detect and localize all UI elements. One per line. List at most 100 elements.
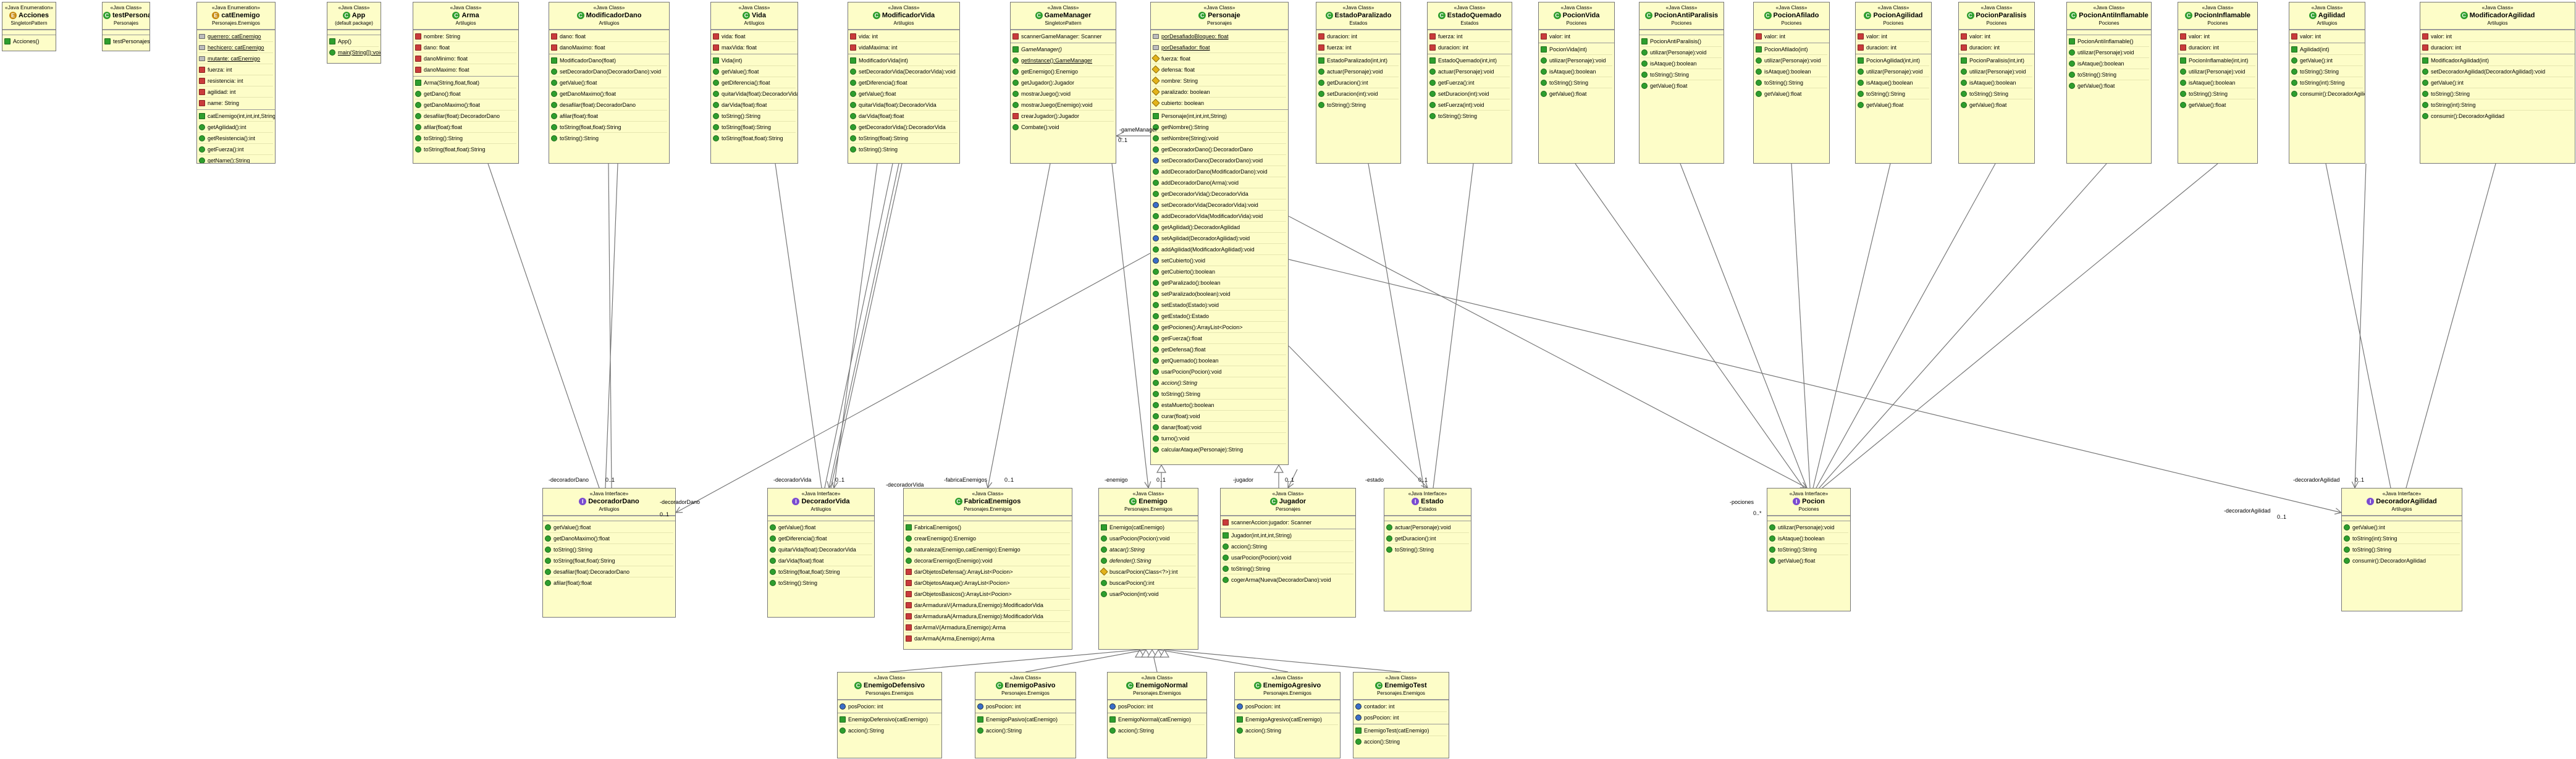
operation-row[interactable]: toString(float,float):String [551, 122, 667, 133]
operation-row[interactable]: getName():String [199, 155, 273, 163]
operation-row[interactable]: toString():String [1756, 77, 1827, 88]
attribute-row[interactable]: posPocion: int [1237, 701, 1338, 711]
operation-row[interactable]: toString(int):String [2422, 99, 2573, 111]
operation-row[interactable]: getValue():float [1756, 88, 1827, 99]
operation-row[interactable]: getDuracion():int [1318, 77, 1399, 88]
operation-row[interactable]: setDecoradorVida(DecoradorVida):void [850, 66, 958, 77]
attribute-row[interactable]: paralizado: boolean [1151, 86, 1286, 98]
attribute-row[interactable]: posPocion: int [1355, 712, 1447, 723]
operation-row[interactable]: curar(float):void [1153, 411, 1286, 422]
operation-row[interactable]: usarPocion(int):void [1101, 589, 1196, 599]
operation-row[interactable]: getValue():int [2291, 55, 2363, 66]
attribute-row[interactable]: contador: int [1355, 701, 1447, 712]
operation-row[interactable]: getValue():float [770, 522, 872, 533]
operation-row[interactable]: utilizar(Personaje):void [2180, 66, 2255, 77]
operation-row[interactable]: toString():String [1858, 88, 1929, 99]
operation-row[interactable]: utilizar(Personaje):void [1756, 55, 1827, 66]
operation-row[interactable]: utilizar(Personaje):void [1858, 66, 1929, 77]
operation-row[interactable]: PocionAfilado(int) [1756, 44, 1827, 55]
attribute-row[interactable]: vidaMaxima: int [850, 42, 958, 52]
operation-row[interactable]: toString():String [713, 111, 796, 122]
operation-row[interactable]: ModificadorVida(int) [850, 55, 958, 66]
attribute-row[interactable]: danoMaximo: float [415, 64, 516, 75]
operation-row[interactable]: consumir():DecoradorAgilidad [2291, 88, 2365, 99]
operation-row[interactable]: darVida(float):float [713, 99, 796, 111]
operation-row[interactable]: naturaleza(Enemigo,catEnemigo):Enemigo [906, 544, 1070, 555]
operation-row[interactable]: setDecoradorVida(DecoradorVida):void [1153, 199, 1286, 211]
operation-row[interactable]: toString():String [1769, 544, 1848, 555]
operation-row[interactable]: getQuemado():boolean [1153, 355, 1286, 366]
operation-row[interactable]: getDiferencia():float [770, 533, 872, 544]
operation-row[interactable]: toString():String [2291, 66, 2363, 77]
operation-row[interactable]: getDano():float [415, 88, 516, 99]
operation-row[interactable]: getEstado():Estado [1153, 311, 1286, 322]
operation-row[interactable]: utilizar(Personaje):void [1769, 522, 1848, 533]
operation-row[interactable]: Agilidad(int) [2291, 44, 2363, 55]
attribute-row[interactable]: danoMinimo: float [415, 53, 516, 64]
operation-row[interactable]: toString():String [2180, 88, 2255, 99]
operation-row[interactable]: addDecoradorDano(ModificadorDano):void [1153, 166, 1286, 177]
operation-row[interactable]: isAtaque():boolean [1961, 77, 2032, 88]
operation-row[interactable]: consumir():DecoradorAgilidad [2344, 555, 2460, 566]
operation-row[interactable]: PocionInflamable(int,int) [2180, 55, 2255, 66]
operation-row[interactable]: getDefensa():float [1153, 344, 1286, 355]
operation-row[interactable]: usarPocion(Pocion):void [1223, 552, 1353, 563]
operation-row[interactable]: EstadoParalizado(int,int) [1318, 55, 1399, 66]
operation-row[interactable]: setFuerza(int):void [1429, 99, 1510, 111]
operation-row[interactable]: darArmaA(Arma,Enemigo):Arma [906, 633, 1070, 644]
operation-row[interactable]: darArmaduraV(Armadura,Enemigo):Modificad… [906, 600, 1070, 611]
operation-row[interactable]: utilizar(Personaje):void [2069, 47, 2149, 58]
operation-row[interactable]: setDuracion(int):void [1429, 88, 1510, 99]
attribute-row[interactable]: duracion: int [1858, 42, 1929, 52]
attribute-row[interactable]: posPocion: int [977, 701, 1074, 711]
attribute-row[interactable]: maxVida: float [713, 42, 796, 52]
operation-row[interactable]: PocionAntiInflamable() [2069, 36, 2149, 47]
operation-row[interactable]: actuar(Personaje):void [1386, 522, 1469, 533]
operation-row[interactable]: Acciones() [4, 36, 54, 46]
operation-row[interactable]: getParalizado():boolean [1153, 277, 1286, 288]
operation-row[interactable]: toString():String [1386, 544, 1469, 555]
operation-row[interactable]: toString():String [2344, 544, 2460, 555]
operation-row[interactable]: getFuerza():int [199, 144, 273, 155]
operation-row[interactable]: getDanoMaximo():float [415, 99, 516, 111]
operation-row[interactable]: getDanoMaximo():float [545, 533, 673, 544]
operation-row[interactable]: afilar(float):float [415, 122, 516, 133]
operation-row[interactable]: PocionVida(int) [1541, 44, 1612, 55]
operation-row[interactable]: getValue():float [551, 77, 667, 88]
operation-row[interactable]: getValue():int [2344, 522, 2460, 533]
attribute-row[interactable]: nombre: String [415, 31, 516, 42]
operation-row[interactable]: toString(float,float):String [415, 144, 516, 154]
attribute-row[interactable]: defensa: float [1151, 64, 1286, 75]
attribute-row[interactable]: valor: int [2180, 31, 2255, 42]
operation-row[interactable]: ModificadorDano(float) [551, 55, 667, 66]
operation-row[interactable]: toString():String [1223, 563, 1353, 574]
operation-row[interactable]: getEnemigo():Enemigo [1012, 66, 1114, 77]
operation-row[interactable]: desafilar(float):DecoradorDano [415, 111, 516, 122]
operation-row[interactable]: turno():void [1153, 433, 1286, 444]
operation-row[interactable]: getValue():float [1641, 80, 1722, 91]
attribute-row[interactable]: vida: int [850, 31, 958, 42]
operation-row[interactable]: Enemigo(catEnemigo) [1101, 522, 1196, 533]
operation-row[interactable]: decorarEnemigo(Enemigo):void [906, 555, 1070, 566]
operation-row[interactable]: getInstance():GameManager [1012, 55, 1114, 66]
attribute-row[interactable]: fuerza: int [1318, 42, 1399, 52]
operation-row[interactable]: getDecoradorDano():DecoradorDano [1153, 144, 1286, 155]
operation-row[interactable]: addDecoradorDano(Arma):void [1153, 177, 1286, 188]
operation-row[interactable]: App() [329, 36, 379, 47]
operation-row[interactable]: crearJugador():Jugador [1012, 111, 1114, 122]
operation-row[interactable]: utilizar(Personaje):void [1641, 47, 1722, 58]
operation-row[interactable]: EnemigoDefensivo(catEnemigo) [840, 714, 940, 725]
operation-row[interactable]: getAgilidad():DecoradorAgilidad [1153, 222, 1286, 233]
operation-row[interactable]: PocionAgilidad(int,int) [1858, 55, 1929, 66]
operation-row[interactable]: isAtaque():boolean [1541, 66, 1612, 77]
attribute-row[interactable]: dano: float [415, 42, 516, 53]
uml-class-testPersonajes[interactable]: «Java Class»CtestPersonajesPersonajestes… [102, 2, 150, 51]
attribute-row[interactable]: fuerza: float [1151, 53, 1286, 64]
